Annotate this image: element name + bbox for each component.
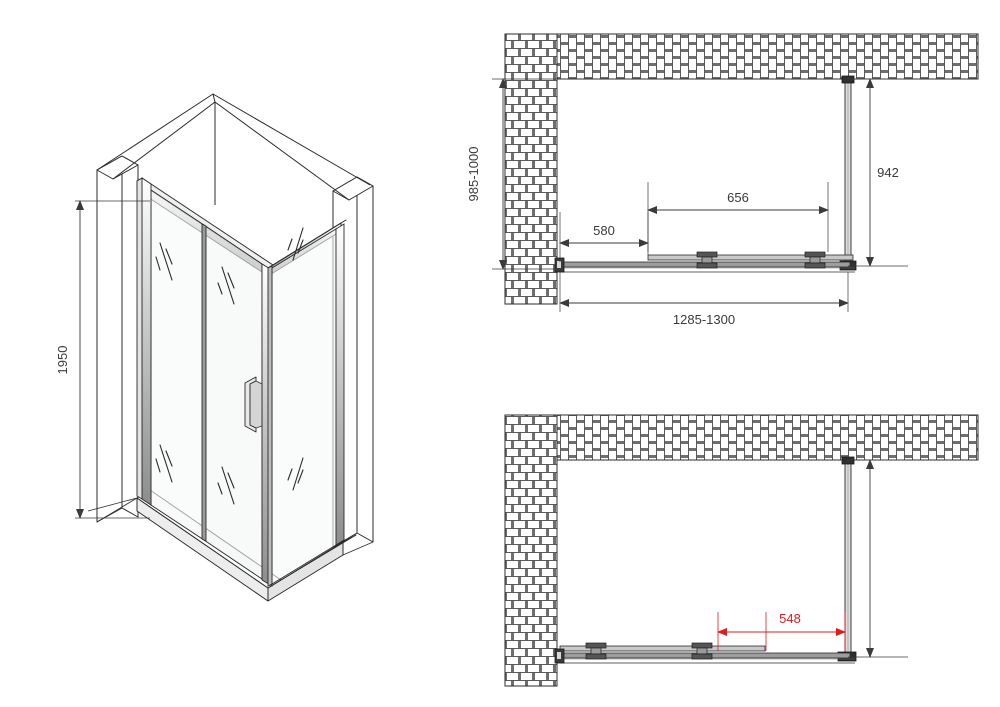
dim-plan1-sliding: 656 bbox=[647, 182, 829, 252]
iso-post-right bbox=[335, 223, 345, 546]
plan2-side-glass bbox=[844, 460, 852, 658]
iso-glass-side bbox=[271, 228, 337, 585]
dim-plan1-width: 1285-1300 bbox=[559, 272, 849, 327]
dim-label-656: 656 bbox=[727, 190, 749, 205]
dim-label-985-1000: 985-1000 bbox=[466, 147, 481, 202]
dim-label-580: 580 bbox=[593, 223, 615, 238]
dim-iso-height: 1950 bbox=[55, 200, 150, 519]
plan1-bracket-top bbox=[841, 75, 855, 84]
plan1-wall-left bbox=[504, 33, 558, 305]
plan2-wall-left bbox=[504, 414, 558, 687]
iso-glass-highlights bbox=[155, 227, 304, 505]
dim-plan2-opening: 548 bbox=[717, 611, 846, 651]
dim-plan1-fixed: 580 bbox=[559, 212, 649, 262]
iso-wall-left bbox=[96, 155, 139, 523]
iso-mullion-center bbox=[201, 223, 207, 542]
plan2-bracket-top bbox=[841, 456, 855, 465]
plan1-wall-profile-left bbox=[554, 257, 565, 273]
plan2-sliding-panel bbox=[559, 645, 766, 652]
plan1-sliding-panel bbox=[647, 254, 854, 261]
isometric-view: 1950 bbox=[55, 93, 374, 602]
dim-label-548: 548 bbox=[779, 611, 801, 626]
plan-view-open: 548 bbox=[504, 414, 979, 687]
plan2-wall-profile-left bbox=[554, 648, 565, 664]
iso-glass-fixed bbox=[150, 189, 205, 541]
iso-jamb-left bbox=[136, 177, 152, 506]
plan1-wall-top bbox=[504, 33, 979, 80]
plan1-side-glass bbox=[844, 79, 852, 267]
plan-view-closed: 985-1000 942 580 656 1285-13 bbox=[466, 33, 979, 327]
dim-label-942: 942 bbox=[877, 165, 899, 180]
dim-label-1285-1300: 1285-1300 bbox=[673, 312, 735, 327]
dim-plan1-depth-outer: 985-1000 bbox=[466, 78, 560, 270]
plan2-wall-top bbox=[504, 414, 979, 461]
iso-corner-post bbox=[261, 263, 273, 587]
plan1-roller-left bbox=[696, 251, 718, 269]
dim-label-1950: 1950 bbox=[55, 346, 70, 375]
plan2-roller-right bbox=[691, 642, 713, 660]
iso-room-edges bbox=[96, 93, 371, 205]
plan2-roller-left bbox=[585, 642, 607, 660]
dim-plan2-depth bbox=[848, 459, 908, 658]
iso-door-handle bbox=[244, 376, 263, 433]
plan1-roller-right bbox=[804, 251, 826, 269]
dim-plan1-depth-inner: 942 bbox=[848, 78, 908, 267]
